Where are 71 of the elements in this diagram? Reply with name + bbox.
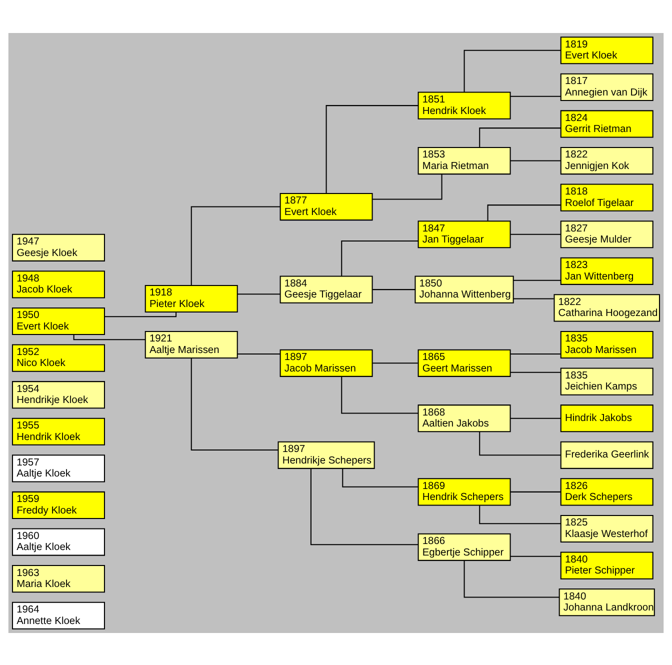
node-box: 1950 Evert Kloek <box>12 306 105 335</box>
node-box: 1921 Aaltje Marissen <box>144 330 238 358</box>
connector <box>510 160 561 161</box>
node-box: 1957 Aaltje Kloek <box>12 454 105 482</box>
node-box: 1955 Hendrik Kloek <box>12 417 105 445</box>
node-box: 1818 Roelof Tigelaar <box>560 183 654 211</box>
node-box: 1877 Evert Kloek <box>280 192 373 220</box>
connector <box>372 174 442 200</box>
connector <box>310 468 418 545</box>
node-box: 1959 Freddy Kloek <box>12 490 105 519</box>
node-box: 1822 Catharina Hoogezand <box>554 294 660 322</box>
node-box: Frederika Geerlink <box>560 440 654 468</box>
connector <box>479 127 561 147</box>
connector <box>513 298 554 299</box>
node-box: 1817 Annegien van Dijk <box>560 72 654 100</box>
node-box: 1954 Hendrikje Kloek <box>12 380 105 408</box>
node-box: 1835 Jeichien Kamps <box>560 367 654 395</box>
node-box: 1826 Derk Schepers <box>560 478 654 506</box>
node-box: 1918 Pieter Kloek <box>144 284 238 312</box>
connector <box>341 240 418 276</box>
connector <box>372 362 418 364</box>
node-box: 1897 Jacob Marissen <box>280 348 373 376</box>
connector <box>510 555 561 556</box>
node-box: 1827 Geesje Mulder <box>560 220 654 248</box>
connector <box>510 490 561 492</box>
connector <box>342 468 418 487</box>
connector <box>479 432 561 456</box>
connector <box>510 417 561 418</box>
connector <box>341 376 418 414</box>
node-box: 1964 Annette Kloek <box>12 601 105 629</box>
connector <box>326 104 418 193</box>
node-box: 1963 Maria Kloek <box>12 564 105 592</box>
connector <box>190 206 280 285</box>
connector <box>237 293 280 294</box>
node-box: 1948 Jacob Kloek <box>12 270 105 298</box>
connector <box>73 334 146 340</box>
node-box: 1824 Gerrit Rietman <box>560 110 654 138</box>
node-box: 1822 Jennigjen Kok <box>560 146 654 174</box>
node-box: 1869 Hendrik Schepers <box>418 478 511 506</box>
node-box: 1868 Aaltien Jakobs <box>418 404 511 432</box>
connector <box>510 371 561 372</box>
connector <box>510 352 561 354</box>
node-box: 1952 Nico Kloek <box>12 344 105 372</box>
connector <box>372 288 415 290</box>
connector <box>510 95 561 96</box>
node-box: Hindrik Jakobs <box>560 404 654 432</box>
connector <box>104 312 177 317</box>
node-box: 1851 Hendrik Kloek <box>418 91 511 119</box>
node-box: 1866 Egbertje Schipper <box>418 532 511 560</box>
node-box: 1825 Klaasje Westerhof <box>560 514 654 542</box>
node-box: 1819 Evert Kloek <box>560 36 654 64</box>
node-box: 1835 Jacob Marissen <box>560 330 654 358</box>
node-box: 1840 Johanna Landkroon <box>558 588 655 616</box>
node-box: 1840 Pieter Schipper <box>560 551 654 579</box>
node-box: 1897 Hendrikje Schepers <box>278 440 375 468</box>
connector <box>464 560 559 598</box>
connector <box>487 204 561 220</box>
node-box: 1853 Maria Rietman <box>418 146 511 174</box>
connector <box>237 352 280 354</box>
connector <box>513 279 561 280</box>
node-box: 1960 Aaltje Kloek <box>12 528 105 556</box>
node-box: 1947 Geesje Kloek <box>12 233 105 261</box>
node-box: 1865 Geert Marissen <box>418 348 511 376</box>
node-box: 1850 Johanna Wittenberg <box>414 275 514 303</box>
node-box: 1884 Geesje Tiggelaar <box>280 275 373 303</box>
node-box: 1847 Jan Tiggelaar <box>418 220 511 248</box>
connector <box>464 49 561 92</box>
connector <box>190 358 278 450</box>
connector <box>510 233 561 234</box>
connector <box>479 505 561 524</box>
node-box: 1823 Jan Wittenberg <box>560 256 654 284</box>
